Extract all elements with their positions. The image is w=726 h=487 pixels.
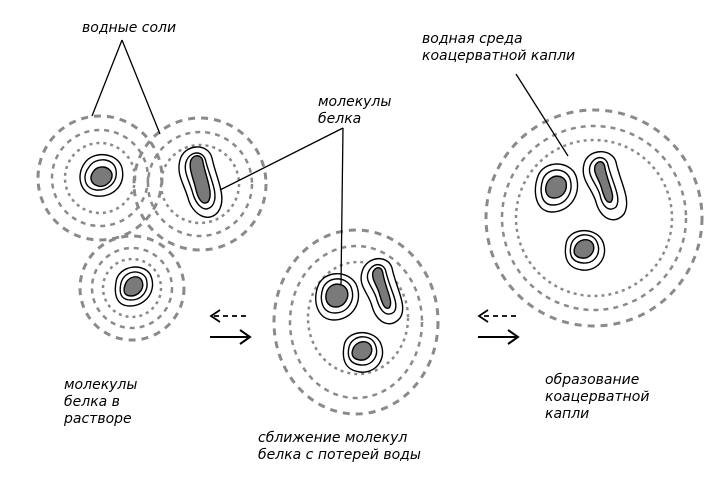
arrow-pair-2 xyxy=(477,309,520,345)
leader-water-salts-left xyxy=(91,39,123,117)
hydration-shell-3 xyxy=(78,234,186,342)
protein-molecule-6 xyxy=(342,332,384,373)
stage-1-molecules-in-solution xyxy=(36,114,268,342)
label-convergence: сближение молекул белка с потерей воды xyxy=(258,430,421,463)
hydration-shell-group-2 xyxy=(272,228,440,416)
droplet-boundary xyxy=(484,108,704,328)
leader-lines xyxy=(91,39,569,285)
protein-molecule-4 xyxy=(315,273,360,321)
arrow-pair-1 xyxy=(209,309,252,345)
label-water-salts: водные соли xyxy=(82,20,177,36)
stage-2-convergence xyxy=(272,228,440,416)
protein-molecule-1 xyxy=(79,154,124,197)
protein-molecule-3 xyxy=(114,266,154,307)
label-in-solution: молекулы белка в растворе xyxy=(64,377,138,427)
label-water-medium: водная среда коацерватной капли xyxy=(422,31,576,64)
protein-molecule-5 xyxy=(360,258,404,325)
label-formation: образование коацерватной капли xyxy=(545,372,650,422)
leader-water-salts-right xyxy=(121,39,161,135)
protein-molecule-7 xyxy=(534,163,579,213)
leader-protein-to-molecule-4 xyxy=(340,127,344,285)
protein-molecule-8 xyxy=(582,151,628,221)
leader-water-medium xyxy=(515,73,569,157)
label-protein-molecules: молекулы белка xyxy=(318,94,392,127)
protein-molecule-9 xyxy=(564,230,606,271)
dashed-left-arrow-icon xyxy=(477,309,516,323)
stage-3-coacervate-droplet xyxy=(484,108,704,328)
leader-protein-to-molecule-2 xyxy=(219,127,344,191)
protein-molecule-2 xyxy=(178,146,223,218)
hydration-shell-2 xyxy=(132,116,268,252)
solid-right-arrow-icon xyxy=(478,329,520,345)
dashed-left-arrow-icon xyxy=(209,309,246,323)
solid-right-arrow-icon xyxy=(210,329,252,345)
